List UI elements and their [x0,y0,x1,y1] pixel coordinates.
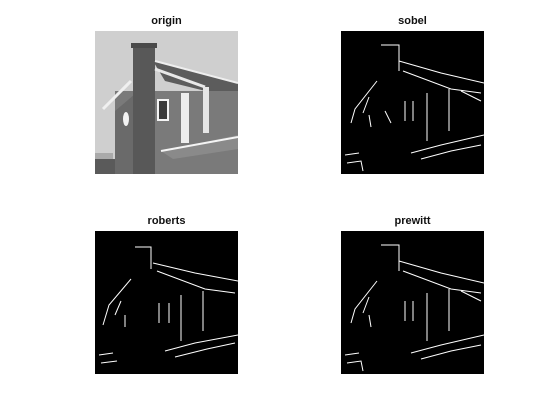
panel-title-sobel: sobel [398,15,427,27]
sobel-panel: sobel [341,15,484,174]
panel-title-prewitt: prewitt [394,215,431,227]
panel-title-origin: origin [151,15,182,27]
roberts-edge-image [95,231,238,374]
roberts-panel: roberts [95,215,238,374]
prewitt-edge-image [341,231,484,374]
panel-title-roberts: roberts [147,215,186,227]
prewitt-panel: prewitt [341,215,484,374]
sobel-edge-image [341,31,484,174]
origin-panel: origin [95,15,238,174]
origin-house-image [95,31,238,174]
